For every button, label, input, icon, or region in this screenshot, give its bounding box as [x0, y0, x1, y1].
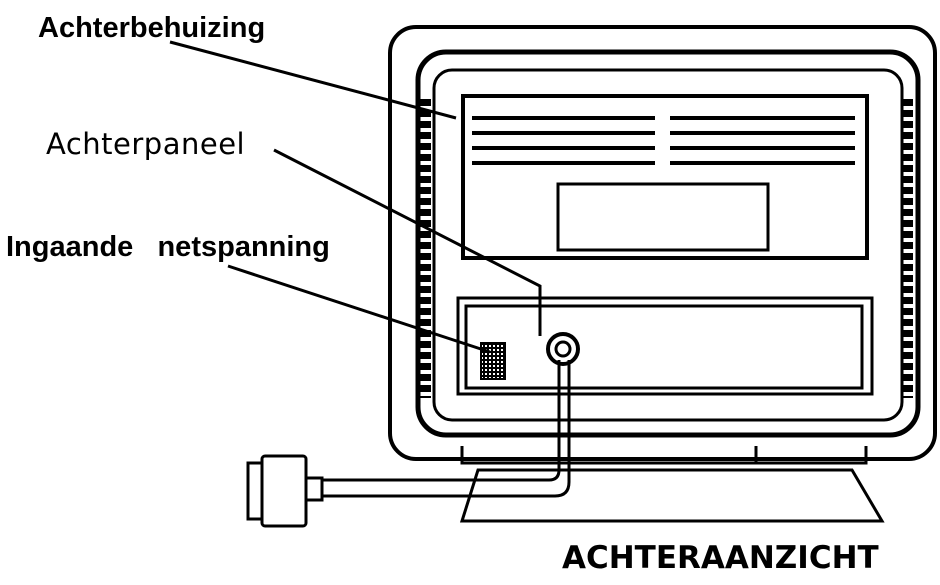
stand-base: [459, 468, 885, 523]
leader-power-inlet: [227, 264, 491, 354]
rear-housing-outline: [388, 25, 937, 461]
cable-connector-neck: [304, 476, 324, 502]
rear-housing-inner-rim: [415, 49, 921, 438]
rear-panel-outer: [456, 296, 874, 396]
label-rear-panel: Achterpaneel: [46, 127, 246, 161]
leader-rear-panel: [273, 148, 542, 336]
power-inlet: [480, 342, 506, 380]
right-vent-slots: [902, 98, 913, 398]
upper-grille-lines: [472, 116, 855, 165]
label-power-inlet: Ingaande netspanning: [6, 231, 330, 263]
diagram-title: ACHTERAANZICHT: [562, 540, 879, 576]
leader-rear-housing: [169, 40, 457, 120]
upper-panel: [461, 94, 869, 260]
stand-neck: [460, 446, 868, 465]
cable-connector-plate: [246, 461, 264, 521]
label-plate: [556, 182, 770, 252]
left-vent-slots: [420, 98, 431, 398]
label-rear-housing: Achterbehuizing: [38, 12, 266, 44]
cable-connector-body: [260, 454, 308, 528]
signal-cable: [322, 360, 571, 498]
cable-grommet-inner: [554, 340, 572, 358]
rear-panel: [464, 304, 864, 390]
